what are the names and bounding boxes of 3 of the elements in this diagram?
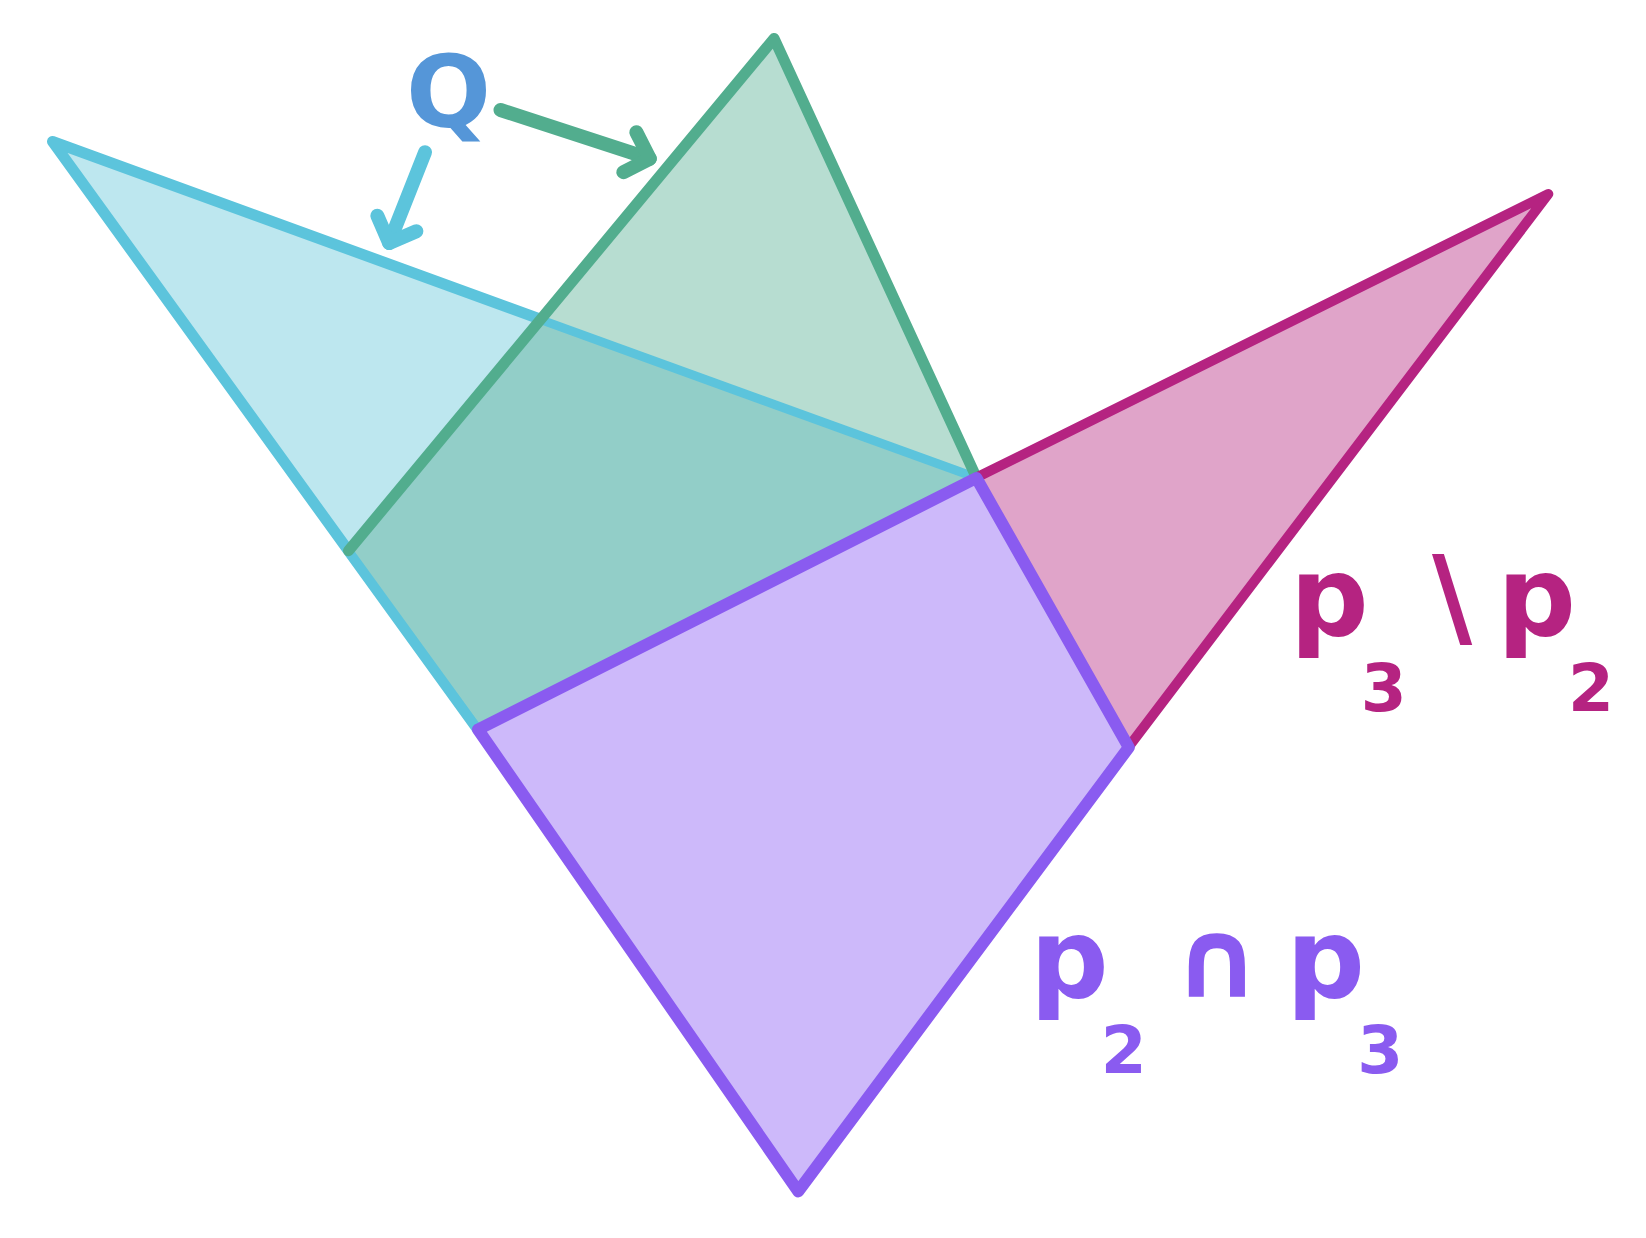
arrow xyxy=(370,145,433,250)
set-label: Q xyxy=(406,43,491,143)
arrow xyxy=(493,102,657,180)
